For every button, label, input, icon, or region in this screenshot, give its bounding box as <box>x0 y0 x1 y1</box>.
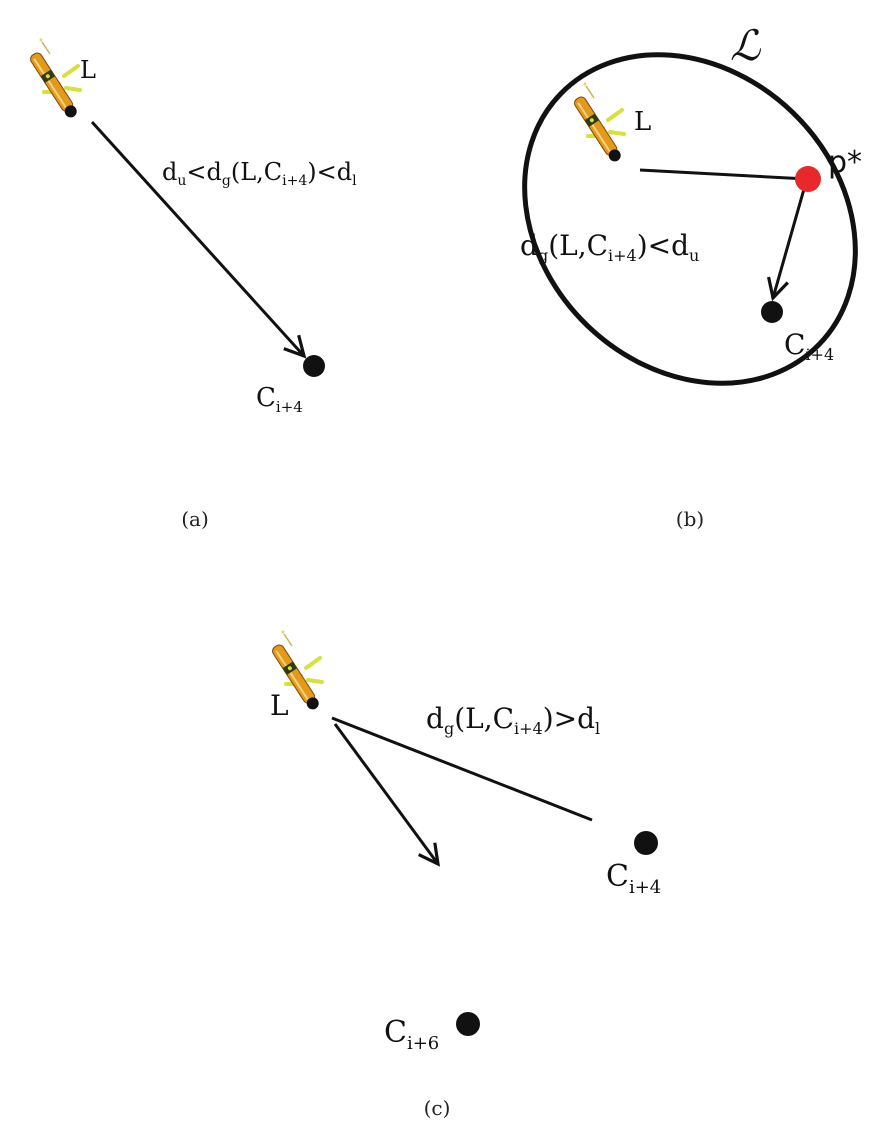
segment-to-c-i4 <box>331 716 593 822</box>
distance-condition: dg(L,Ci+4)>dl <box>426 702 600 738</box>
target-point-i4 <box>634 831 658 855</box>
segment-to-point <box>639 168 808 181</box>
caption-b: (b) <box>676 507 704 531</box>
panel-c: L Ci+4 Ci+6 dg(L,Ci+4)>dl (c) <box>268 628 661 1120</box>
trajectory-arrow <box>773 181 808 298</box>
point-label: p* <box>828 145 862 180</box>
panel-a: L Ci+4 du<dg(L,Ci+4)<dl (a) <box>26 36 357 531</box>
caption-a: (a) <box>181 507 209 531</box>
vehicle-label: L <box>270 689 289 722</box>
panel-b: ℒ L p* Ci+4 dg(L,Ci+4)<du (b) <box>520 21 862 531</box>
target-label: Ci+4 <box>784 328 834 364</box>
glider-icon <box>570 80 626 166</box>
target-point-i6 <box>456 1012 480 1036</box>
vehicle-label: L <box>634 107 651 137</box>
target-point <box>303 355 325 377</box>
glider-icon <box>26 36 82 122</box>
caption-c: (c) <box>424 1096 451 1120</box>
contour-label: ℒ <box>730 21 761 70</box>
target-label: Ci+4 <box>256 383 303 416</box>
trajectory-arrow <box>333 723 438 864</box>
distance-condition: dg(L,Ci+4)<du <box>520 229 699 265</box>
closest-point-marker <box>795 166 821 192</box>
distance-condition: du<dg(L,Ci+4)<dl <box>162 158 357 189</box>
target-label-i6: Ci+6 <box>384 1015 439 1054</box>
target-label-i4: Ci+4 <box>606 859 661 898</box>
contour-ellipse <box>522 52 858 386</box>
trajectory-arrow <box>90 120 304 356</box>
target-point <box>761 301 783 323</box>
vehicle-label: L <box>80 56 96 84</box>
